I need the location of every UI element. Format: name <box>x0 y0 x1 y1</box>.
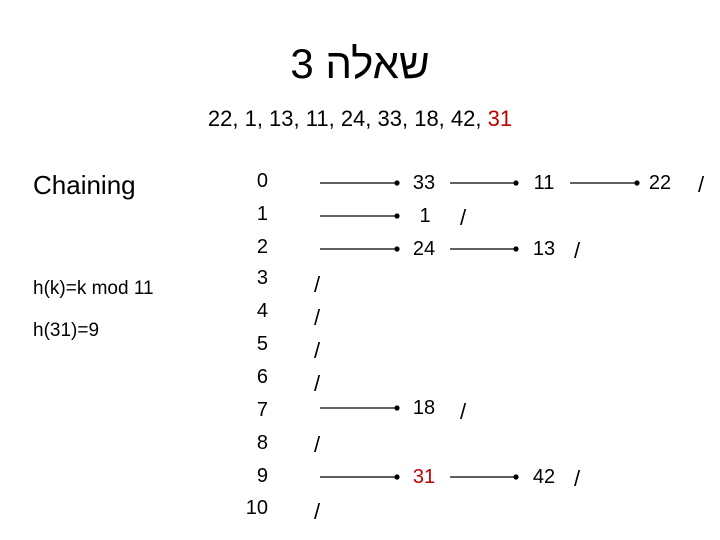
table-index: 1 <box>256 203 268 225</box>
key-sequence-values: 22, 1, 13, 11, 24, 33, 18, 42, <box>207 106 488 131</box>
table-index: 5 <box>256 333 268 355</box>
chain-node-value: 13 <box>532 238 556 260</box>
chain-node-value: 22 <box>648 172 672 194</box>
pointer-head <box>394 180 400 186</box>
chain-node-value: 33 <box>412 172 436 194</box>
chain-node-value: 1 <box>419 205 431 227</box>
pointer-head <box>634 180 640 186</box>
key-sequence: 22, 1, 13, 11, 24, 33, 18, 42, 31 <box>0 106 720 132</box>
chain-node-value-new: 31 <box>412 466 436 488</box>
chain-node-value: 24 <box>412 238 436 260</box>
hash-function-label: h(k)=k mod 11 <box>33 278 154 299</box>
null-marker: / <box>314 338 321 363</box>
table-index: 8 <box>256 432 268 454</box>
key-sequence-highlight: 31 <box>487 106 513 131</box>
table-index: 6 <box>256 366 268 388</box>
null-marker: / <box>314 272 321 297</box>
chain-null-marker: / <box>698 172 705 197</box>
pointer-head <box>394 405 400 411</box>
pointer-head <box>513 474 519 480</box>
table-index: 9 <box>256 465 268 487</box>
table-index: 7 <box>256 399 268 421</box>
pointer-head <box>513 246 519 252</box>
chain-node-value: 11 <box>533 172 555 194</box>
collision-method-label: Chaining <box>33 170 136 200</box>
chain-node-value: 42 <box>532 466 556 488</box>
table-index: 2 <box>256 236 268 258</box>
null-marker: / <box>314 432 321 457</box>
null-marker: / <box>314 305 321 330</box>
pointer-head <box>394 474 400 480</box>
table-index: 10 <box>245 497 268 519</box>
chain-null-marker: / <box>574 466 581 491</box>
table-index: 0 <box>256 170 268 192</box>
null-marker: / <box>314 499 321 524</box>
chain-null-marker: / <box>460 399 467 424</box>
hash-example-label: h(31)=9 <box>33 320 100 341</box>
chain-null-marker: / <box>574 238 581 263</box>
null-marker: / <box>314 371 321 396</box>
page-title: שאלה 3 <box>290 40 430 87</box>
pointer-head <box>394 246 400 252</box>
chain-null-marker: / <box>460 205 467 230</box>
chain-node-value: 18 <box>412 397 436 419</box>
table-index: 3 <box>256 267 268 289</box>
pointer-head <box>513 180 519 186</box>
table-index: 4 <box>256 300 268 322</box>
pointer-head <box>394 213 400 219</box>
